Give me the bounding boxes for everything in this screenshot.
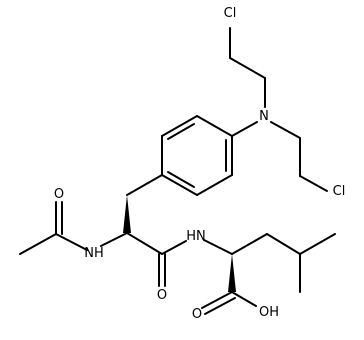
bond-lines (19, 27, 336, 315)
bond (203, 239, 233, 255)
bond (231, 291, 257, 307)
bond (126, 232, 163, 255)
wedge-bond (228, 254, 236, 292)
atom-cl-right: Cl (333, 184, 346, 199)
bond (231, 121, 258, 137)
bond (299, 175, 328, 192)
bond (161, 240, 187, 255)
atom-nh-acetamide: NH (84, 246, 104, 261)
bond (126, 174, 163, 196)
bond (231, 233, 268, 255)
bond (299, 233, 336, 255)
bond (100, 232, 128, 247)
bond (196, 174, 233, 196)
atom-hn-amide: HN (186, 229, 206, 244)
atom-cl-top: Cl (224, 6, 237, 21)
bond (161, 174, 198, 196)
bond (196, 115, 233, 137)
atom-o-acetyl: O (54, 187, 64, 202)
atom-n-amine: N (259, 109, 269, 124)
wedge-bond (123, 195, 131, 233)
bond (270, 121, 301, 139)
bond (55, 233, 88, 251)
atom-oh-acid: OH (259, 305, 279, 320)
bond (167, 123, 195, 140)
atom-o-acid: O (192, 307, 202, 322)
bond (201, 291, 233, 309)
bond (204, 297, 236, 315)
bond (167, 171, 195, 188)
bond (229, 57, 266, 79)
atom-o-amide: O (157, 288, 167, 303)
bond (19, 233, 57, 255)
bond (161, 115, 198, 137)
bond (266, 233, 301, 255)
